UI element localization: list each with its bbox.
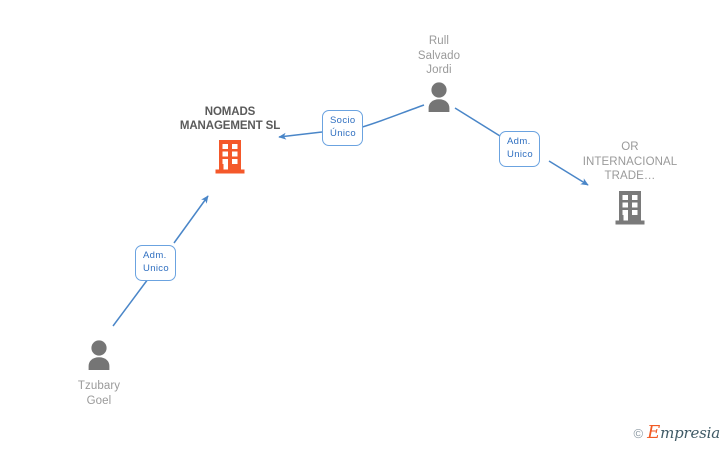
relation-chip-adm-unico-or[interactable]: Adm. Unico [499,131,541,167]
person-icon [84,339,114,375]
node-label-or-internacional: OR INTERNACIONAL TRADE… [582,141,678,182]
brand-initial: E [647,422,661,443]
relation-chip-socio-unico[interactable]: Socio Único [322,110,364,146]
relation-chip-adm-unico-nomads[interactable]: Adm. Unico [135,245,177,281]
copyright-icon: © [633,425,644,441]
building-icon [213,137,247,182]
edge-tzubary-to-nomads [112,278,149,327]
edge-tzubary-to-nomads-arrow-segment [173,195,209,244]
node-label-tzubary: Tzubary Goel [77,380,121,407]
building-icon [613,188,647,233]
node-rull-salvado-jordi[interactable]: Rull Salvado Jordi [364,34,514,117]
person-icon [424,81,454,117]
node-label-rull: Rull Salvado Jordi [417,35,461,76]
node-nomads-management-sl[interactable]: NOMADS MANAGEMENT SL [155,105,305,182]
brand-rest: mpresia [660,424,720,442]
empresia-watermark: © Empresia [633,424,721,442]
node-or-internacional-trade[interactable]: OR INTERNACIONAL TRADE… [555,140,705,233]
brand-wordmark: Empresia [647,424,720,442]
node-label-nomads: NOMADS MANAGEMENT SL [179,106,281,132]
node-tzubary-goel[interactable]: Tzubary Goel [24,339,174,408]
